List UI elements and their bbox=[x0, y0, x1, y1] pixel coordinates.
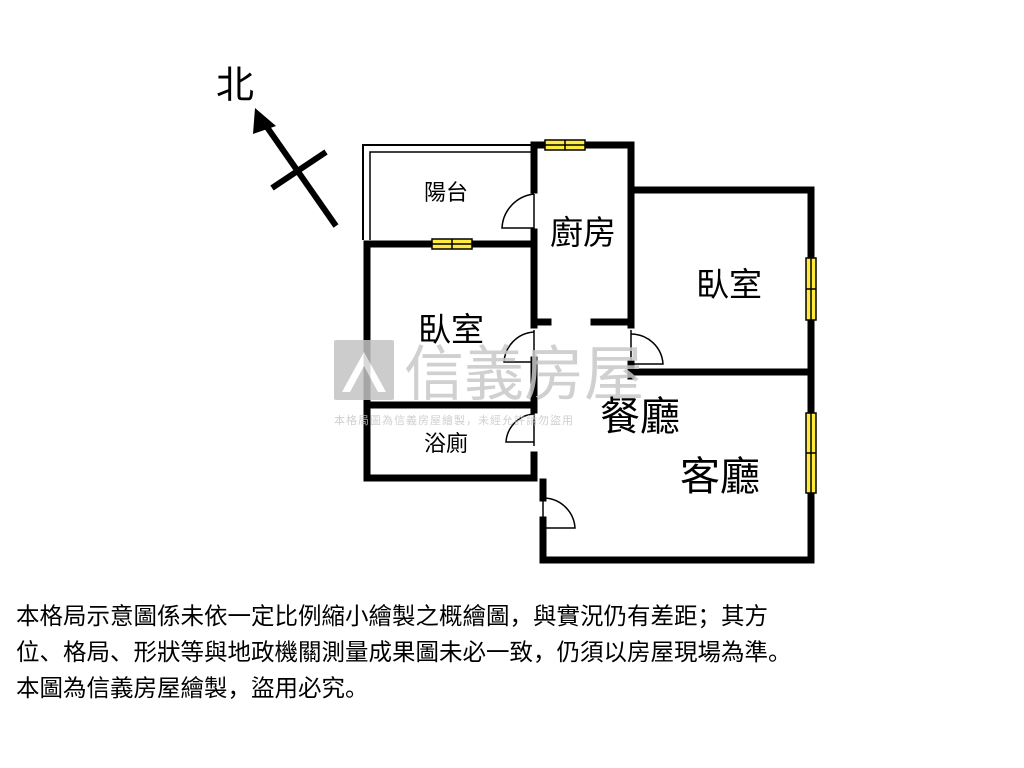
north-arrow-icon bbox=[253, 108, 339, 228]
disclaimer-line-3: 本圖為信義房屋繪製，盜用必究。 bbox=[16, 674, 369, 702]
watermark-brand: 信義房屋 bbox=[404, 340, 644, 410]
compass-label: 北 bbox=[216, 63, 254, 107]
watermark: 信義房屋 本格局圖為信義房屋繪製，未經允許請勿盜用 bbox=[334, 340, 644, 427]
room-label-balcony: 陽台 bbox=[424, 181, 468, 206]
room-label-bathroom: 浴廁 bbox=[424, 432, 468, 457]
room-label-dining: 餐廳 bbox=[600, 394, 680, 440]
balcony-door-icon bbox=[501, 193, 535, 230]
room-label-living: 客廳 bbox=[680, 454, 760, 500]
brand-logo-icon bbox=[334, 340, 394, 400]
room-label-bedroom-right: 臥室 bbox=[696, 265, 762, 304]
room-label-bedroom-left: 臥室 bbox=[418, 310, 484, 349]
watermark-notice: 本格局圖為信義房屋繪製，未經允許請勿盜用 bbox=[334, 413, 574, 427]
bedroom-right-door-icon bbox=[630, 330, 664, 365]
bathroom-door-icon bbox=[505, 412, 535, 446]
doors bbox=[501, 193, 664, 529]
floor-plan: 北 bbox=[216, 63, 817, 564]
entry-door-icon bbox=[542, 497, 576, 529]
bedroom-door-icon bbox=[503, 330, 535, 366]
balcony-railing bbox=[362, 144, 534, 240]
disclaimer: 本格局示意圖係未依一定比例縮小繪製之概繪圖，與實況仍有差距；其方 位、格局、形狀… bbox=[16, 598, 1016, 706]
disclaimer-line-1: 本格局示意圖係未依一定比例縮小繪製之概繪圖，與實況仍有差距；其方 bbox=[16, 602, 768, 630]
room-label-kitchen: 廚房 bbox=[550, 213, 616, 252]
walls bbox=[363, 141, 815, 564]
windows bbox=[431, 139, 817, 494]
disclaimer-line-2: 位、格局、形狀等與地政機關測量成果圖未必一致，仍須以房屋現場為準。 bbox=[16, 638, 792, 666]
